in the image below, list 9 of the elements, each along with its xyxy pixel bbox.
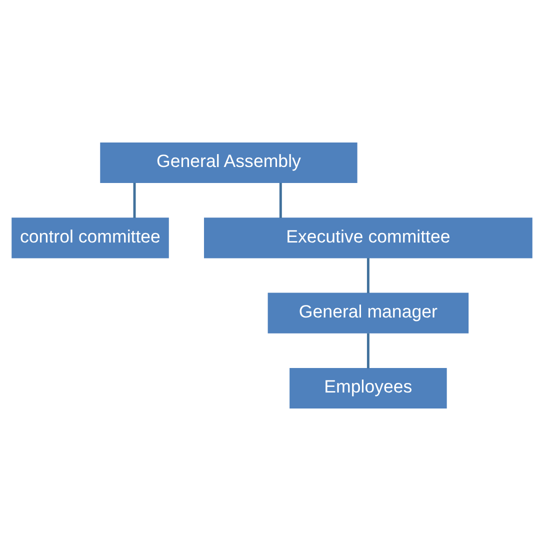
node-box: Employees (290, 367, 447, 408)
node-box: control committee (12, 217, 169, 258)
node-box: Executive committee (204, 217, 532, 258)
node-box: General Assembly (100, 142, 358, 183)
connector (366, 258, 370, 293)
connector (133, 182, 136, 218)
connector (279, 182, 282, 218)
connector (366, 332, 370, 368)
node-box: General manager (268, 292, 469, 333)
